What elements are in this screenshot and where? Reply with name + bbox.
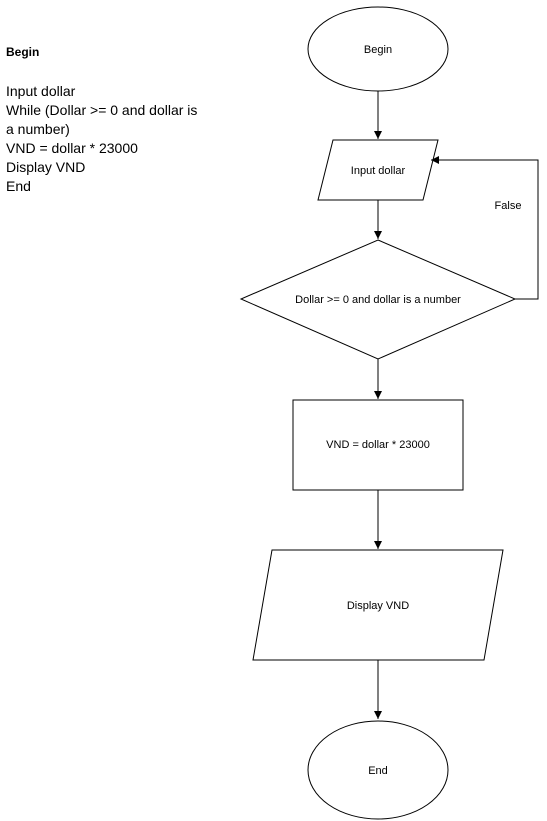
decision-label: Dollar >= 0 and dollar is a number (295, 294, 461, 306)
pseudocode-panel: Begin Input dollar While (Dollar >= 0 an… (6, 44, 236, 196)
end-label: End (368, 765, 388, 777)
pseudocode-line-while-cont: a number) (6, 121, 70, 137)
false-label: False (495, 200, 522, 212)
false-loop-arrow (431, 156, 539, 300)
end-terminal (307, 720, 449, 820)
pseudocode-line-display: Display VND (6, 159, 86, 175)
pseudocode-line-end: End (6, 178, 31, 194)
output-label: Display VND (347, 600, 409, 612)
begin-label: Begin (364, 44, 392, 56)
process-label: VND = dollar * 23000 (326, 439, 430, 451)
pseudocode-line-assign: VND = dollar * 23000 (6, 140, 138, 156)
output-box (252, 549, 504, 661)
process-box (292, 399, 464, 491)
input-box (317, 139, 439, 201)
pseudocode-title: Begin (6, 45, 40, 59)
pseudocode-line-input: Input dollar (6, 83, 76, 99)
pseudocode-line-while: While (Dollar >= 0 and dollar is (6, 102, 198, 118)
input-label: Input dollar (351, 165, 406, 177)
